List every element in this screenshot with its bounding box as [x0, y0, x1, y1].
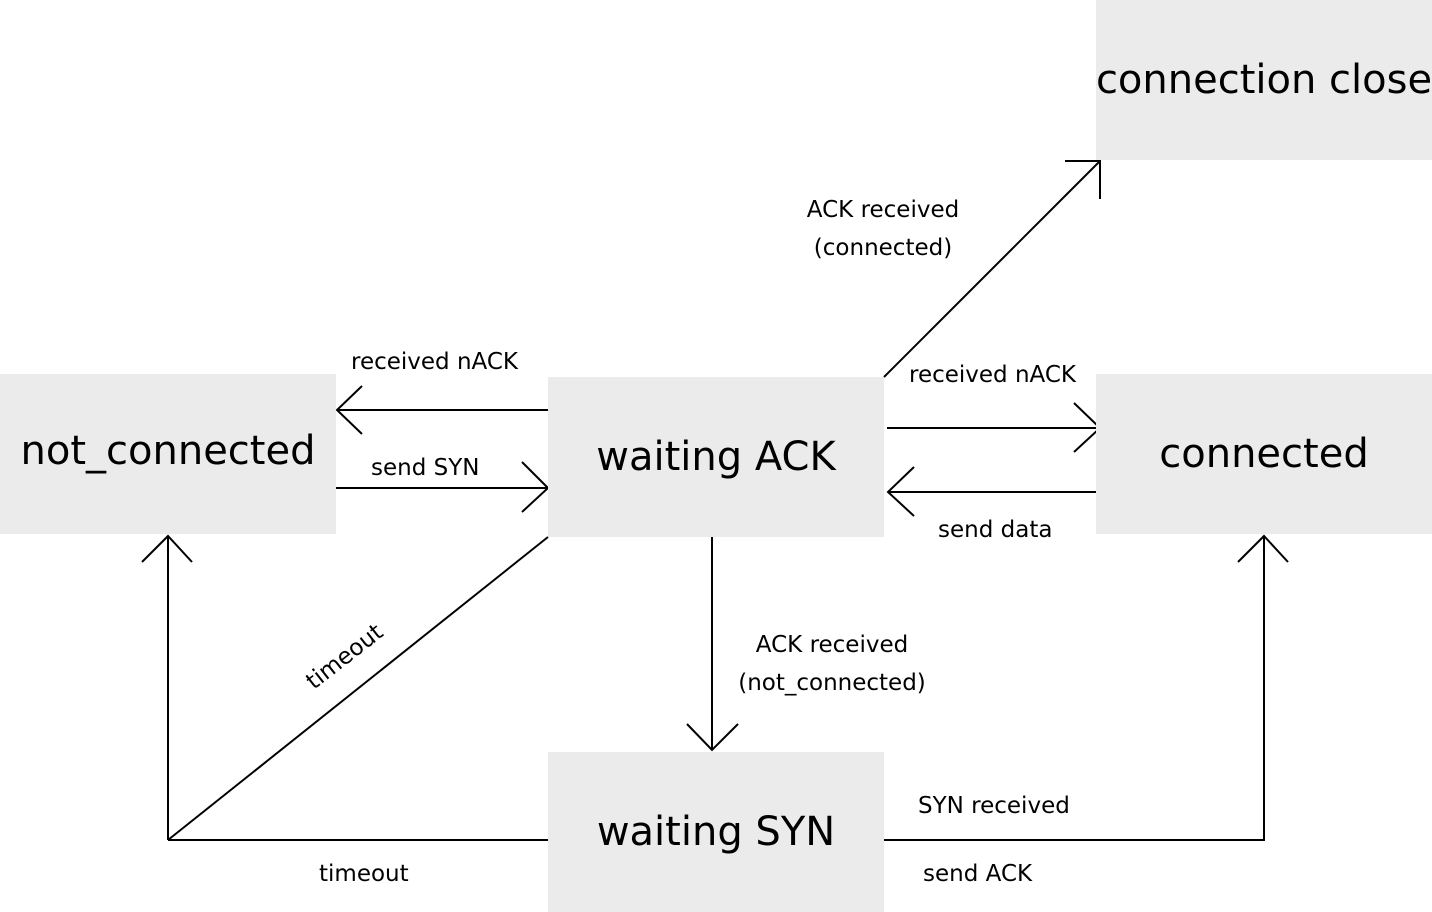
state-waiting-syn-label: waiting SYN	[596, 809, 836, 855]
state-not-connected-label: not_connected	[20, 428, 316, 474]
transition-label-send-ack: send ACK	[923, 861, 1033, 887]
edge-waiting-syn-to-not-connected	[141, 534, 548, 841]
transition-label-ack-received-connected: ACK received (connected)	[778, 191, 988, 267]
state-connection-close: connection close	[1096, 0, 1432, 160]
transition-label-send-data: send data	[938, 517, 1053, 543]
transition-label-syn-received: SYN received	[918, 793, 1070, 819]
edge-waiting-ack-to-connection-close	[883, 160, 1101, 378]
edge-waiting-syn-to-connected	[884, 534, 1289, 841]
transition-label-received-nack-right: received nACK	[909, 362, 1077, 388]
ack-received-not-connected-line2: (not_connected)	[738, 670, 926, 696]
edge-waiting-ack-timeout	[167, 536, 549, 841]
state-not-connected: not_connected	[0, 374, 336, 534]
state-connection-close-label: connection close	[1095, 57, 1432, 103]
state-connected-label: connected	[1159, 431, 1369, 477]
state-waiting-ack-label: waiting ACK	[596, 434, 836, 480]
state-waiting-ack: waiting ACK	[548, 377, 884, 537]
edge-waiting-ack-to-connected	[887, 402, 1102, 453]
ack-received-not-connected-line1: ACK received	[755, 632, 909, 658]
edge-connected-to-waiting-ack	[886, 466, 1101, 517]
edge-waiting-ack-to-not-connected	[335, 385, 548, 435]
transition-label-received-nack-left: received nACK	[351, 349, 519, 375]
ack-received-connected-line2: (connected)	[813, 235, 953, 261]
edge-waiting-ack-to-waiting-syn	[686, 537, 739, 752]
transition-label-ack-received-not-connected: ACK received (not_connected)	[722, 626, 942, 702]
state-waiting-syn: waiting SYN	[548, 752, 884, 912]
state-connected: connected	[1096, 374, 1432, 534]
transition-label-send-syn: send SYN	[371, 455, 480, 481]
ack-received-connected-line1: ACK received	[806, 197, 960, 223]
transition-label-timeout-bottom: timeout	[319, 861, 409, 887]
